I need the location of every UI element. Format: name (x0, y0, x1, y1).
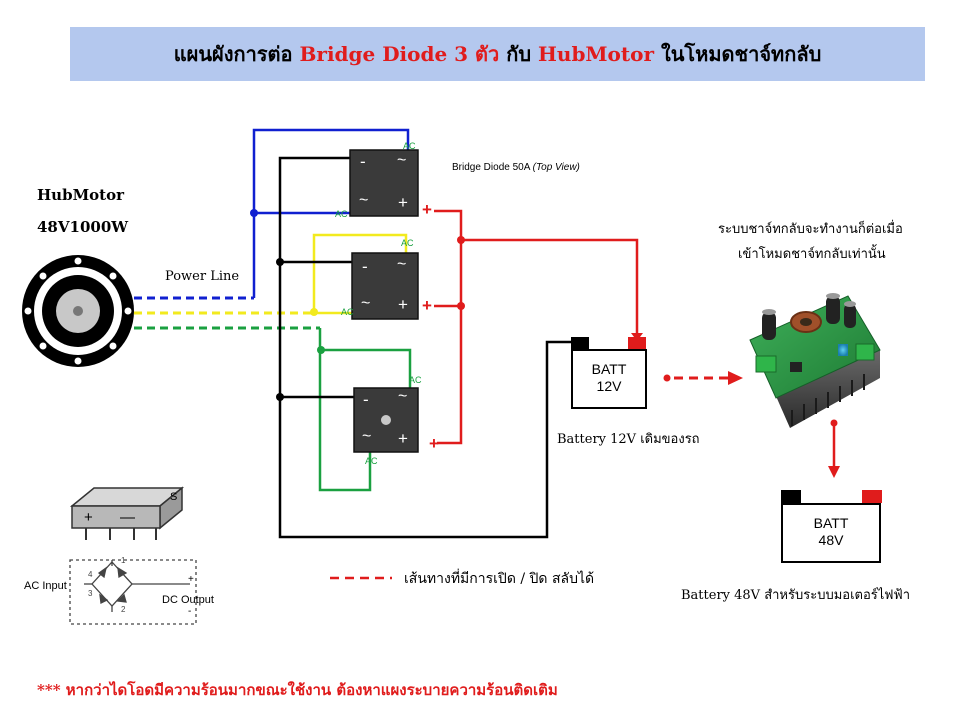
bridge-diode-2 (351, 252, 419, 320)
bridge-view-text: (Top View) (532, 162, 580, 173)
svg-text:—: — (120, 509, 135, 526)
svg-text:+: + (84, 509, 93, 526)
ac-label-3a: AC (409, 375, 422, 385)
battery-12v (571, 337, 647, 409)
bridge-rectifier-schematic (69, 559, 197, 625)
bridge3-minus: - (363, 390, 369, 409)
battery-48v (781, 490, 882, 563)
bridge3-plus: + (398, 429, 408, 448)
ac-label-1b: AC (335, 209, 348, 219)
legend-label: เส้นทางที่มีการเปิด / ปิด สลับได้ (404, 571, 595, 587)
bridge-diode-label: Bridge Diode 50A (Top View) (452, 162, 580, 173)
page-title: แผนผังการต่อ Bridge Diode 3 ตัว กับ HubM… (174, 38, 822, 70)
bridge1-minus: - (360, 152, 366, 171)
title-middle: กับ (499, 42, 538, 66)
bridge-label-text: Bridge Diode 50A (452, 162, 530, 173)
bridge-diode-1 (349, 149, 419, 217)
schematic-pin-2: 2 (121, 605, 126, 614)
bridge-rectifier-drawing: + — S (69, 486, 185, 540)
hubmotor-icon (22, 255, 134, 367)
title-highlight-bridge: Bridge Diode 3 ตัว (299, 42, 500, 66)
batt48-name: BATT (813, 515, 849, 531)
schematic-plus: + (188, 574, 194, 585)
negative-bus-wire (278, 156, 572, 539)
bridge3-tilde-top: ~ (398, 388, 408, 405)
yellow-wire (312, 233, 408, 315)
footnote: *** หากว่าไดโอดมีความร้อนมากขณะใช้งาน ต้… (37, 681, 558, 699)
ac-label-2b: AC (341, 307, 354, 317)
dc-dc-converter-image (749, 293, 881, 428)
batt12-caption: Battery 12V เดิมของรถ (557, 432, 700, 447)
bridge2-plus: + (398, 295, 408, 314)
schematic-pin-3: 3 (88, 589, 93, 598)
batt48-voltage: 48V (818, 532, 844, 548)
motor-name: HubMotor (37, 186, 125, 204)
ac-label-2a: AC (401, 238, 414, 248)
batt48-caption: Battery 48V สำหรับระบบมอเตอร์ไฟฟ้า (681, 588, 911, 603)
schematic-ac-input: AC Input (24, 580, 67, 592)
output-plus-1: + (422, 200, 432, 219)
motor-spec: 48V1000W (37, 218, 129, 236)
batt12-name: BATT (591, 361, 627, 377)
bridge3-tilde-bottom: ~ (362, 428, 372, 445)
regen-note-line1: ระบบชาจ์ทกลับจะทำงานก็ต่อเมื่อ (718, 222, 903, 237)
bridge2-minus: - (362, 257, 368, 276)
ac-label-3b: AC (365, 456, 378, 466)
title-bar: แผนผังการต่อ Bridge Diode 3 ตัว กับ HubM… (70, 27, 925, 81)
bridge2-tilde-bottom: ~ (361, 295, 371, 312)
bridge1-tilde-top: ~ (397, 152, 407, 169)
bridge2-tilde-top: ~ (397, 256, 407, 273)
title-highlight-hubmotor: HubMotor (538, 42, 655, 66)
regen-note-line2: เข้าโหมดชาจ์ทกลับเท่านั้น (738, 247, 886, 262)
title-prefix: แผนผังการต่อ (173, 42, 300, 66)
green-wire (318, 328, 412, 492)
schematic-pin-4: 4 (88, 570, 93, 579)
switchable-path-arrow (663, 371, 743, 385)
output-plus-3: + (429, 434, 439, 453)
schematic-dc-output: DC Output (162, 594, 214, 606)
schematic-minus: - (188, 606, 192, 617)
power-line-label: Power Line (165, 269, 240, 284)
schematic-pin-1: 1 (121, 556, 126, 565)
output-plus-2: + (422, 296, 432, 315)
ac-label-1a: AC (403, 141, 416, 151)
bridge1-plus: + (398, 193, 408, 212)
svg-text:S: S (170, 491, 177, 503)
batt12-voltage: 12V (596, 378, 622, 394)
bridge1-tilde-bottom: ~ (359, 192, 369, 209)
title-suffix: ในโหมดชาจ์ทกลับ (654, 42, 822, 66)
converter-to-48v-arrow (828, 419, 840, 478)
bridge-diode-3 (353, 387, 419, 453)
positive-bus-wire (434, 209, 639, 445)
